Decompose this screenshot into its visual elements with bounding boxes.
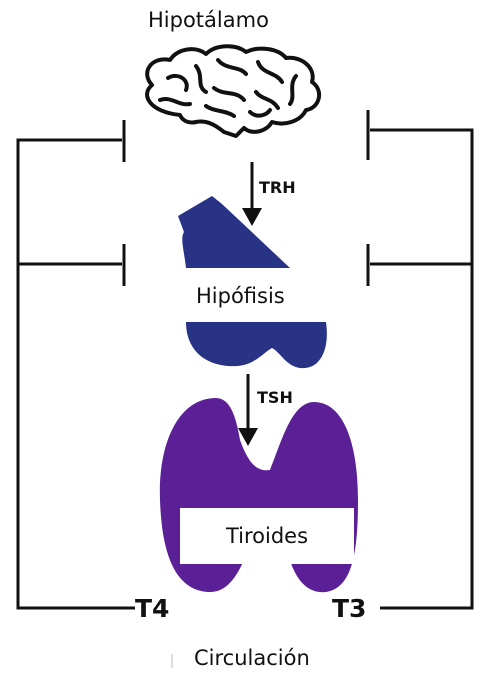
circulation-label: Circulación: [194, 646, 310, 670]
t4-feedback-hypothalamus-line: [18, 140, 135, 608]
t3-feedback-hypothalamus-line: [370, 130, 472, 608]
pituitary-anterior-shape: [178, 196, 290, 268]
pituitary-posterior-shape: [186, 322, 327, 368]
thyroid-label: Tiroides: [226, 524, 308, 548]
t3-label: T3: [332, 594, 366, 623]
t4-label: T4: [135, 594, 169, 623]
brain-icon: [147, 46, 319, 136]
tsh-label: TSH: [257, 388, 293, 407]
trh-label: TRH: [259, 178, 296, 197]
pituitary-label: Hipófisis: [196, 284, 285, 308]
thyroid-label-box: Tiroides: [180, 508, 354, 564]
tsh-arrow: [238, 374, 258, 446]
hypothalamus-label: Hipotálamo: [148, 8, 269, 32]
